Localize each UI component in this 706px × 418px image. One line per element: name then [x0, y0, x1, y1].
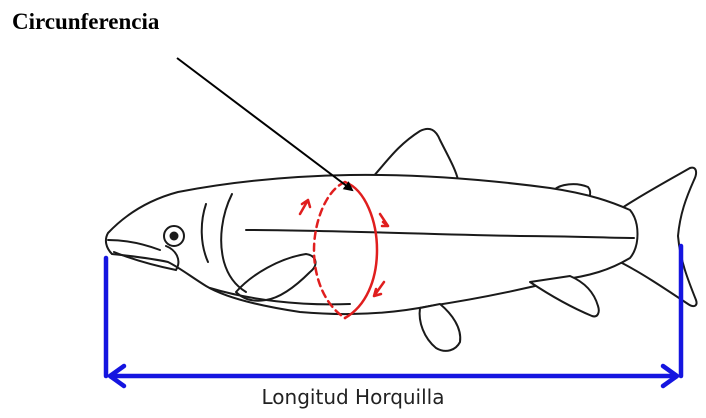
- eye-icon: [164, 226, 184, 246]
- dorsal-fin: [372, 129, 458, 180]
- anal-fin: [530, 276, 599, 316]
- fish-outline: [106, 129, 697, 351]
- pelvic-fin: [420, 304, 461, 351]
- circumference-pointer-arrow: [177, 58, 352, 190]
- circumference-label: Circunferencia: [12, 9, 159, 35]
- fork-length-label: Longitud Horquilla: [0, 385, 706, 409]
